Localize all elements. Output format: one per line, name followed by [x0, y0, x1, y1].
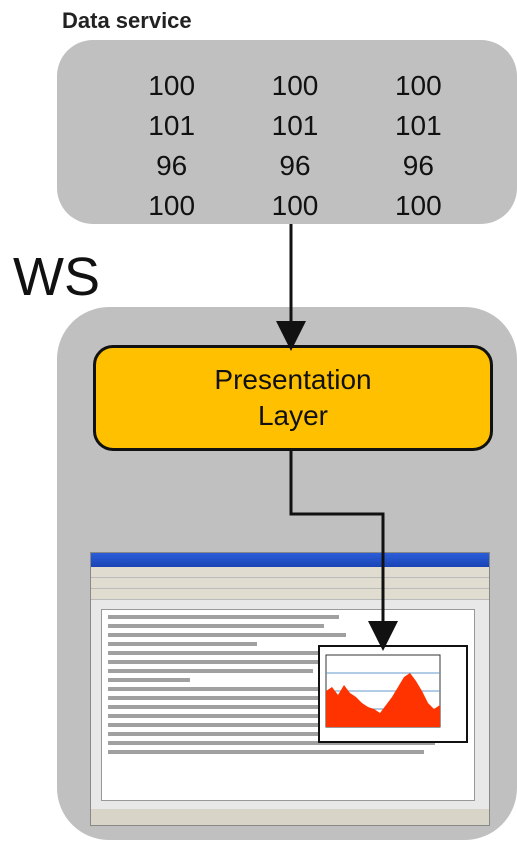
presentation-line-2: Layer — [257, 400, 329, 431]
data-cell: 100 — [148, 70, 196, 101]
presentation-layer-box: Presentation Layer — [93, 345, 493, 451]
screenshot-toolbar — [91, 589, 489, 600]
embedded-chart — [318, 645, 468, 743]
presentation-line-1: Presentation — [214, 364, 372, 395]
data-cell: 96 — [156, 150, 188, 181]
ws-label: WS — [13, 247, 100, 307]
screenshot-statusbar — [91, 809, 489, 825]
data-cell: 101 — [148, 110, 196, 141]
data-service-title: Data service — [62, 8, 192, 33]
data-cell: 100 — [271, 70, 319, 101]
data-cell: 100 — [148, 190, 196, 221]
data-cell: 101 — [394, 110, 442, 141]
word-screenshot — [90, 552, 490, 826]
screenshot-toolbar — [91, 578, 489, 589]
arrow-presentation-to-chart — [289, 451, 398, 651]
data-cell: 100 — [271, 190, 319, 221]
data-cell: 96 — [279, 150, 311, 181]
embedded-chart-graphic — [325, 654, 441, 728]
data-service-box — [57, 40, 517, 224]
data-cell: 100 — [394, 70, 442, 101]
data-cell: 101 — [271, 110, 319, 141]
screenshot-toolbar — [91, 567, 489, 578]
data-table: 100 100 100 101 101 101 96 96 96 100 100… — [110, 68, 480, 224]
data-cell: 96 — [402, 150, 434, 181]
data-cell: 100 — [394, 190, 442, 221]
screenshot-titlebar — [91, 553, 489, 567]
